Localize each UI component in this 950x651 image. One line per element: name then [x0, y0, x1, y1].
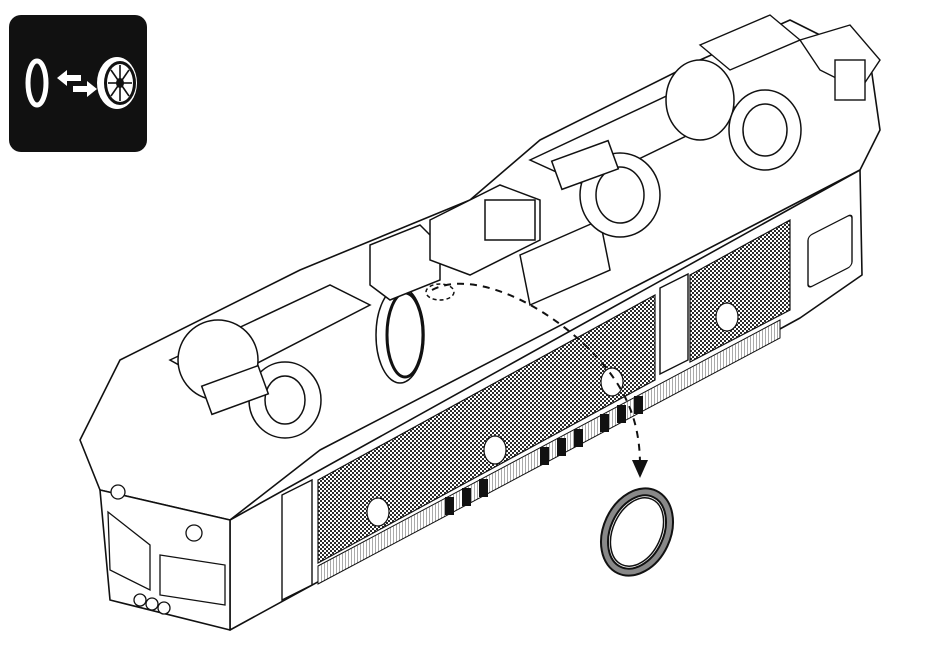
traction-tire-ring	[592, 481, 682, 582]
